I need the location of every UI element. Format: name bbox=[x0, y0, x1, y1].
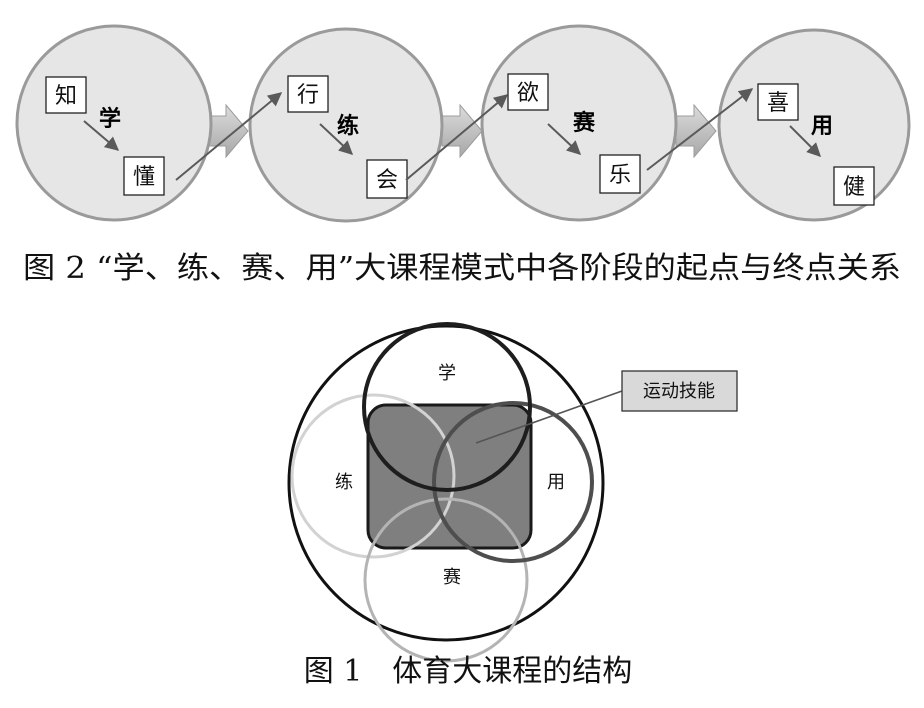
inner-arrow bbox=[547, 123, 582, 155]
start-label: 喜 bbox=[767, 91, 789, 116]
start-box bbox=[45, 76, 87, 114]
stage-1: 知 学 懂 bbox=[15, 24, 213, 222]
start-label: 知 bbox=[55, 84, 77, 109]
end-box bbox=[366, 159, 408, 199]
stage-3: 欲 赛 乐 bbox=[480, 24, 678, 222]
skill-label-box bbox=[621, 370, 738, 412]
circle-right bbox=[432, 401, 594, 563]
end-label: 乐 bbox=[609, 163, 631, 188]
circle-bottom-label: 赛 bbox=[443, 567, 461, 588]
figure2-diagram: 知 学 懂 行 练 会 欲 赛 乐 bbox=[15, 24, 911, 286]
inner-arrow bbox=[789, 125, 821, 157]
start-box bbox=[757, 83, 799, 121]
end-label: 会 bbox=[376, 168, 398, 193]
skill-label: 运动技能 bbox=[643, 381, 715, 402]
circle-top-label: 学 bbox=[438, 363, 456, 384]
transition-arrow-2-3 bbox=[405, 94, 509, 181]
figure1-diagram: 学 练 用 赛 运动技能 图 1 体育大课程的结构 bbox=[287, 322, 738, 689]
end-box bbox=[599, 154, 641, 194]
transition-arrow-1-2 bbox=[175, 92, 283, 181]
middle-label: 赛 bbox=[572, 110, 596, 136]
figure2-caption: 图 2 “学、练、赛、用”大课程模式中各阶段的起点与终点关系 bbox=[23, 251, 901, 286]
circle-top bbox=[362, 322, 532, 492]
figure1-caption: 图 1 体育大课程的结构 bbox=[304, 654, 633, 689]
inner-arrow bbox=[319, 123, 354, 155]
middle-label: 练 bbox=[337, 113, 359, 139]
circle-left bbox=[290, 393, 456, 559]
circle-bottom bbox=[363, 497, 529, 663]
skill-callout-line bbox=[475, 390, 623, 444]
circle-right-label: 用 bbox=[547, 472, 565, 493]
transition-arrow-3-4 bbox=[646, 88, 754, 171]
end-label: 懂 bbox=[133, 165, 155, 190]
start-box bbox=[287, 75, 329, 113]
start-label: 行 bbox=[297, 83, 319, 108]
stage-2: 行 练 会 bbox=[248, 27, 444, 223]
inner-arrow bbox=[83, 120, 120, 151]
circle-left-label: 练 bbox=[335, 472, 353, 493]
end-box bbox=[833, 166, 875, 206]
start-box bbox=[507, 73, 549, 111]
middle-label: 学 bbox=[99, 106, 121, 132]
middle-label: 用 bbox=[811, 114, 833, 139]
stage-4: 喜 用 健 bbox=[717, 28, 911, 222]
end-label: 健 bbox=[843, 175, 865, 200]
stage-connector-arrow-2 bbox=[441, 103, 483, 159]
start-label: 欲 bbox=[517, 81, 539, 106]
end-box bbox=[123, 156, 165, 196]
